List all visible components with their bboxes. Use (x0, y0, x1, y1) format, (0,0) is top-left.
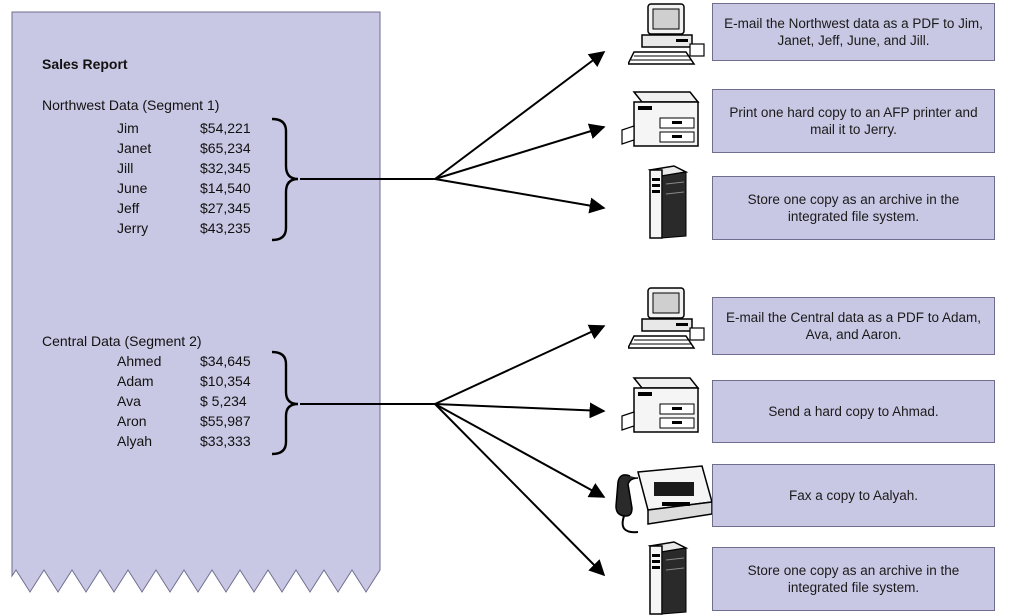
action-box-print-northwest: Print one hard copy to an AFP printer an… (712, 89, 995, 153)
action-box-print-central: Send a hard copy to Ahmad. (712, 380, 995, 443)
table-row-amount: $32,345 (200, 160, 251, 176)
computer-icon (628, 3, 705, 65)
table-row-name: Ava (117, 393, 141, 409)
table-row-amount: $14,540 (200, 180, 251, 196)
table-row-name: Adam (117, 373, 154, 389)
arrow-to-archive-northwest (434, 178, 606, 214)
server-tower-icon (647, 165, 689, 239)
table-row-name: Ahmed (117, 353, 162, 369)
segment-2-heading: Central Data (Segment 2) (42, 333, 202, 349)
computer-icon (628, 287, 705, 349)
table-row-amount: $54,221 (200, 120, 251, 136)
action-box-email-central: E-mail the Central data as a PDF to Adam… (712, 297, 995, 355)
printer-icon (621, 377, 700, 433)
table-row-name: Janet (117, 140, 152, 156)
table-row-amount: $43,235 (200, 220, 251, 236)
fax-machine-icon (615, 465, 713, 534)
arrow-to-email-central (434, 324, 606, 405)
table-row-name: Jeff (117, 200, 140, 216)
table-row-amount: $ 5,234 (200, 393, 247, 409)
action-box-archive-central: Store one copy as an archive in the inte… (712, 547, 995, 611)
action-box-archive-northwest: Store one copy as an archive in the inte… (712, 176, 995, 240)
table-row-name: Jill (117, 160, 134, 176)
table-row-amount: $10,354 (200, 373, 251, 389)
table-row-name: Alyah (117, 433, 153, 449)
table-row-name: June (117, 180, 148, 196)
segment-2-brace (271, 350, 299, 456)
table-row-amount: $33,333 (200, 433, 251, 449)
table-row-name: Jim (117, 120, 139, 136)
table-row-name: Aron (117, 413, 147, 429)
arrow-to-print-central (434, 402, 606, 419)
table-row-amount: $27,345 (200, 200, 251, 216)
action-box-email-northwest: E-mail the Northwest data as a PDF to Ji… (712, 3, 995, 61)
arrow-to-fax-central (434, 403, 606, 498)
arrow-to-archive-central (434, 403, 606, 577)
table-row-name: Jerry (117, 220, 149, 236)
table-row-amount: $55,987 (200, 413, 251, 429)
arrow-to-print-northwest (434, 123, 606, 180)
report-paper (11, 11, 381, 593)
action-box-fax-central: Fax a copy to Aalyah. (712, 464, 995, 527)
arrow-to-email-northwest (434, 51, 606, 180)
report-title: Sales Report (42, 56, 128, 72)
server-tower-icon (647, 541, 689, 615)
segment-1-brace (271, 117, 299, 242)
segment-1-heading: Northwest Data (Segment 1) (42, 97, 220, 113)
table-row-amount: $65,234 (200, 140, 251, 156)
printer-icon (621, 91, 700, 147)
table-row-amount: $34,645 (200, 353, 251, 369)
